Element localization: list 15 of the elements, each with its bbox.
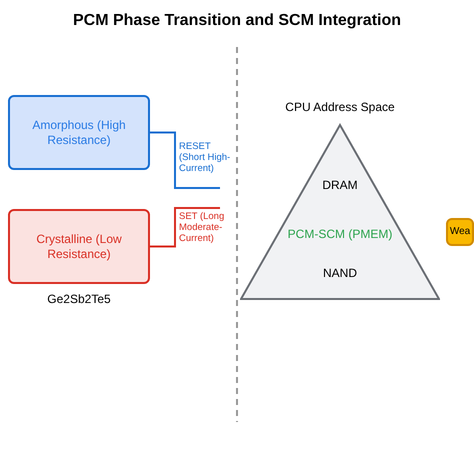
connector-line	[150, 132, 220, 189]
memory-hierarchy-triangle	[240, 100, 440, 300]
node-label: Amorphous (High Resistance)	[31, 118, 127, 147]
connector-line	[150, 207, 220, 248]
state-box	[8, 95, 150, 170]
diagram-title: PCM Phase Transition and SCM Integration	[72, 12, 402, 30]
layer-label: DRAM	[321, 178, 359, 192]
node-label: Crystalline (Low Resistance)	[35, 232, 123, 261]
state-box	[8, 209, 150, 284]
heading: CPU Address Space	[284, 100, 396, 114]
node-label: Wea	[450, 226, 470, 238]
material-label: Ge2Sb2Te5	[46, 292, 112, 306]
layer-label: NAND	[322, 266, 358, 280]
process-box	[446, 218, 474, 246]
layer-label: PCM-SCM (PMEM)	[286, 227, 394, 242]
